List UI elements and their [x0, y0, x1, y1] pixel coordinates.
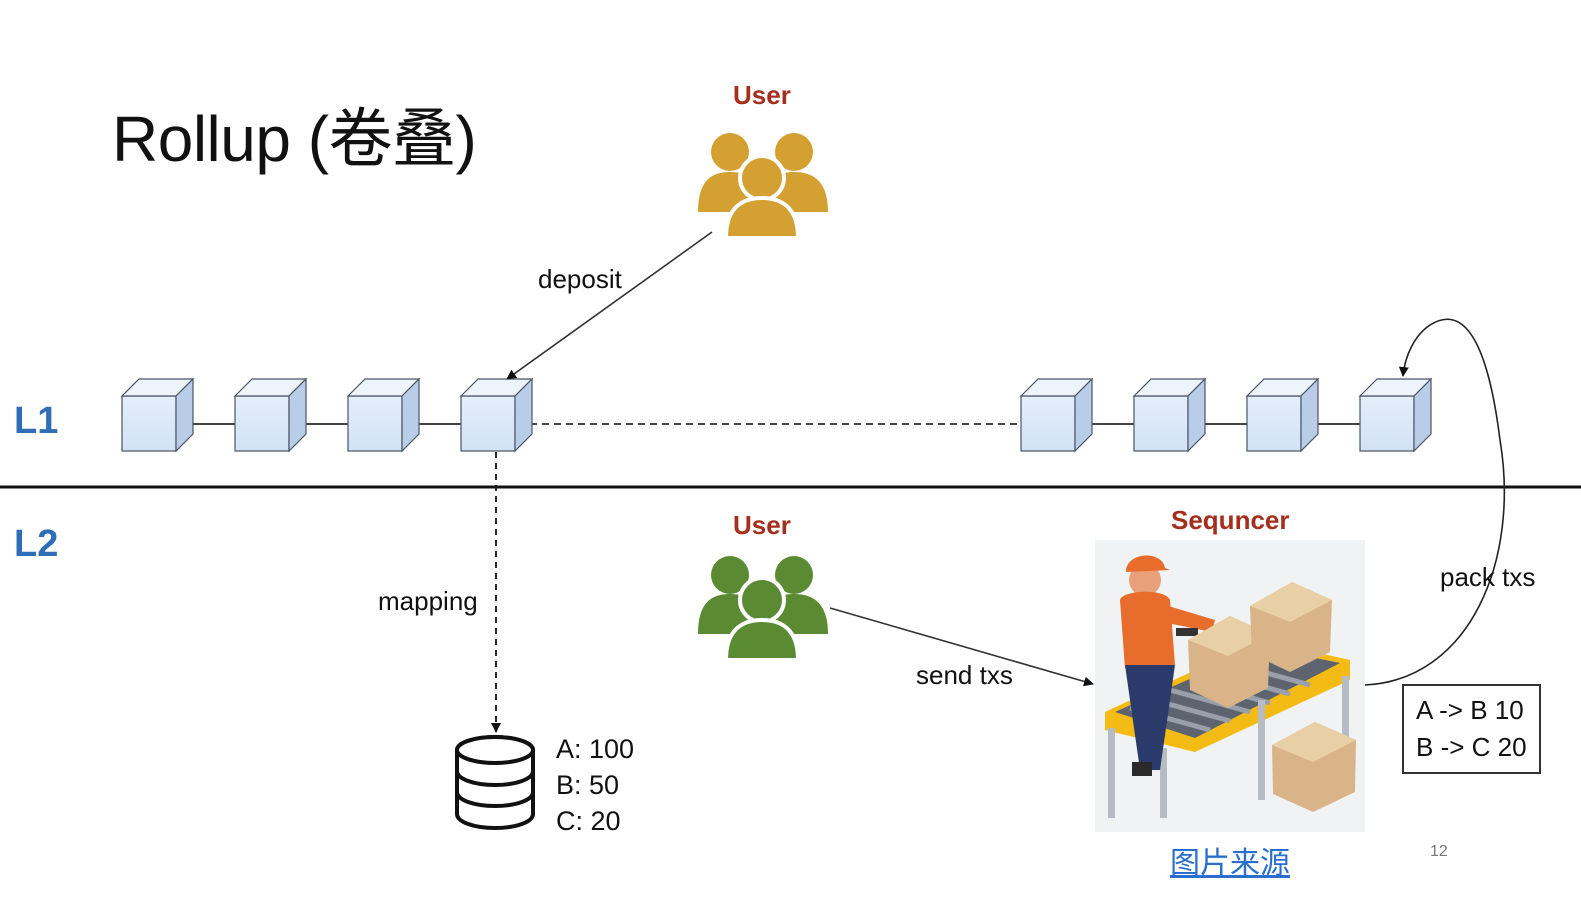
page-number: 12	[1430, 843, 1448, 860]
pack-txs-label: pack txs	[1440, 562, 1536, 592]
send-txs-label: send txs	[916, 660, 1013, 690]
user-label-bottom: User	[733, 510, 791, 540]
balance-list: A: 100 B: 50 C: 20	[556, 731, 634, 839]
pack-txs-arrow	[1364, 318, 1506, 686]
tx-entry: B -> C 20	[1416, 732, 1527, 762]
l1-blocks	[120, 377, 1433, 453]
sequencer-label: Sequncer	[1171, 505, 1290, 535]
balance-entry: C: 20	[556, 806, 621, 836]
database-icon	[455, 735, 535, 831]
deposit-arrow	[506, 231, 713, 380]
block-icon	[120, 377, 195, 453]
block-icon	[1245, 377, 1320, 453]
user-label-top: User	[733, 80, 791, 110]
block-icon	[1358, 377, 1433, 453]
block-icon	[346, 377, 421, 453]
layer-label-l1: L1	[14, 400, 59, 442]
send-txs-arrow	[829, 607, 1094, 687]
balance-entry: A: 100	[556, 734, 635, 764]
block-icon	[1019, 377, 1094, 453]
tx-batch-box: A -> B 10 B -> C 20	[1402, 684, 1541, 774]
mapping-label: mapping	[378, 586, 478, 616]
balance-entry: B: 50	[556, 770, 620, 800]
people-group-icon	[698, 133, 828, 240]
block-icon	[233, 377, 308, 453]
warehouse-worker-illustration	[1095, 540, 1365, 832]
block-icon	[459, 377, 534, 453]
image-source-link[interactable]: 图片来源	[1170, 846, 1290, 881]
tx-entry: A -> B 10	[1416, 695, 1524, 725]
people-group-icon	[698, 556, 828, 662]
slide-title: Rollup (卷叠)	[112, 103, 477, 175]
layer-label-l2: L2	[14, 523, 59, 565]
deposit-label: deposit	[538, 264, 622, 294]
block-icon	[1132, 377, 1207, 453]
